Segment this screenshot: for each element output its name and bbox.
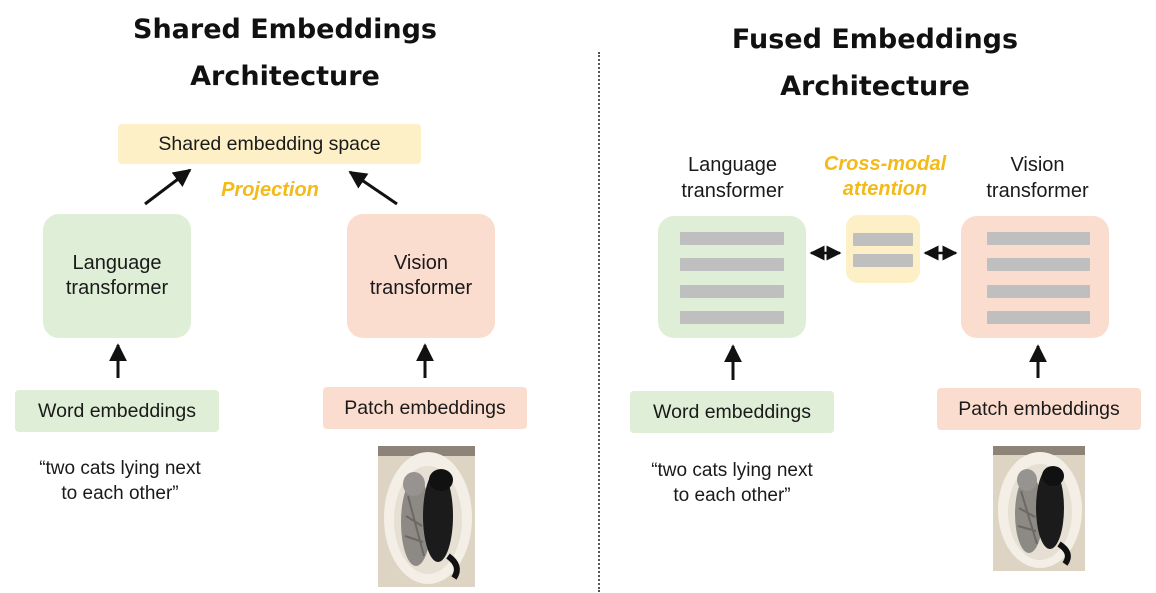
right-vision-transformer <box>961 216 1109 338</box>
left-cats-photo <box>378 446 475 587</box>
left-caption-line2: to each other” <box>61 482 179 504</box>
left-vision-line1: Vision <box>393 252 449 274</box>
cats-image-right <box>993 446 1085 571</box>
attention-token-bar <box>853 254 913 267</box>
right-patch-embeddings-box: Patch embeddings <box>937 388 1141 430</box>
left-language-transformer: Language transformer <box>43 214 191 338</box>
cross-modal-attention-label: Cross-modal attention <box>800 152 970 202</box>
right-title-line2: Architecture <box>780 71 970 102</box>
vision-token-bar <box>987 258 1090 272</box>
right-vision-label: Vision transformer <box>955 152 1120 204</box>
right-language-label: Language transformer <box>650 152 815 204</box>
shared-embedding-space-box: Shared embedding space <box>118 124 421 164</box>
right-vision-line2: transformer <box>986 180 1089 202</box>
left-vision-transformer: Vision transformer <box>347 214 495 338</box>
right-language-line1: Language <box>688 154 777 176</box>
left-word-embeddings-box: Word embeddings <box>15 390 219 432</box>
cross-modal-line2: attention <box>842 178 928 200</box>
language-token-bar <box>680 232 784 245</box>
right-cats-photo <box>993 446 1085 571</box>
right-caption: “two cats lying next to each other” <box>622 459 842 508</box>
left-vision-line2: transformer <box>369 277 473 299</box>
cross-modal-line1: Cross-modal <box>823 153 947 175</box>
vision-token-bar <box>987 232 1090 245</box>
left-caption: “two cats lying next to each other” <box>10 457 230 506</box>
projection-label: Projection <box>221 179 319 201</box>
language-token-bar <box>680 310 784 324</box>
left-language-line1: Language <box>72 252 162 274</box>
left-title-line2: Architecture <box>190 61 380 92</box>
projection-arrow-right <box>348 170 398 206</box>
right-title-line1: Fused Embeddings <box>731 24 1019 55</box>
vision-token-bar <box>987 310 1090 324</box>
vision-token-bar <box>987 284 1090 298</box>
cats-image-left <box>378 446 475 587</box>
left-caption-line1: “two cats lying next <box>39 458 201 479</box>
right-vision-line1: Vision <box>1010 154 1065 176</box>
language-token-bar <box>680 284 784 298</box>
right-language-line2: transformer <box>681 180 784 202</box>
language-token-bar <box>680 258 784 272</box>
panel-divider <box>598 52 600 592</box>
right-word-embeddings-box: Word embeddings <box>630 391 834 433</box>
right-caption-line1: “two cats lying next <box>651 460 813 481</box>
projection-arrow-left <box>144 168 192 206</box>
right-language-transformer <box>658 216 806 338</box>
left-language-line2: transformer <box>65 277 169 299</box>
left-patch-embeddings-box: Patch embeddings <box>323 387 527 429</box>
left-title-line1: Shared Embeddings <box>133 14 437 45</box>
attention-token-bar <box>853 233 913 246</box>
right-caption-line2: to each other” <box>673 484 791 506</box>
cross-modal-attention-box <box>846 215 920 283</box>
